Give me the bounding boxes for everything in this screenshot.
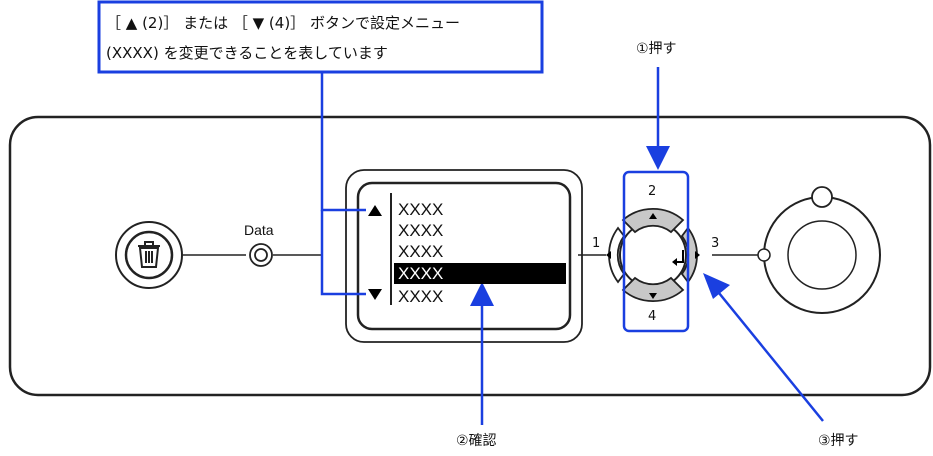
callout-box [97, 0, 544, 74]
button-number-bottom: 4 [648, 309, 657, 324]
step-press-right-label: ③押す [818, 433, 859, 449]
button-number-top: 2 [648, 184, 657, 199]
up-button[interactable] [621, 207, 685, 234]
lcd-menu-item: XXXX [398, 221, 444, 240]
step-press-top-label: ①押す [636, 41, 677, 57]
left-triangle-icon [606, 251, 611, 259]
up-triangle-icon [649, 213, 657, 219]
enter-arrow-icon [672, 258, 677, 266]
lcd-down-arrow [368, 289, 382, 300]
lcd-menu-item: XXXX [394, 263, 566, 284]
lcd-menu-item: XXXX [398, 287, 444, 306]
lcd-menu-item: XXXX [398, 200, 444, 219]
callout-leader [320, 210, 366, 296]
lcd-menu-item: XXXX [398, 242, 444, 261]
data-indicator-light [249, 243, 273, 267]
left-button[interactable] [608, 226, 626, 284]
down-button[interactable] [621, 276, 685, 303]
dial-knob[interactable] [757, 186, 881, 314]
down-triangle-icon [649, 293, 657, 299]
button-number-left: 1 [592, 236, 601, 251]
lcd-up-arrow [368, 205, 382, 216]
nav-highlight-box [622, 170, 690, 333]
trash-icon [138, 241, 160, 268]
step-confirm-label: ②確認 [456, 433, 497, 449]
right-triangle-icon [695, 251, 700, 259]
confirm-up-arrow [470, 282, 494, 306]
nav-pad [606, 207, 700, 303]
lcd-screen [356, 181, 572, 331]
data-label: Data [244, 222, 274, 238]
press-down-arrow [646, 146, 670, 170]
press-right-arrow [703, 273, 730, 299]
callout-line-1: ［ ▲ (2)］ または ［ ▼ (4)］ ボタンで設定メニュー [106, 14, 460, 32]
callout-line-2: (XXXX) を変更できることを表しています [106, 44, 388, 62]
button-number-right: 3 [711, 236, 720, 251]
cancel-button[interactable] [115, 221, 183, 289]
